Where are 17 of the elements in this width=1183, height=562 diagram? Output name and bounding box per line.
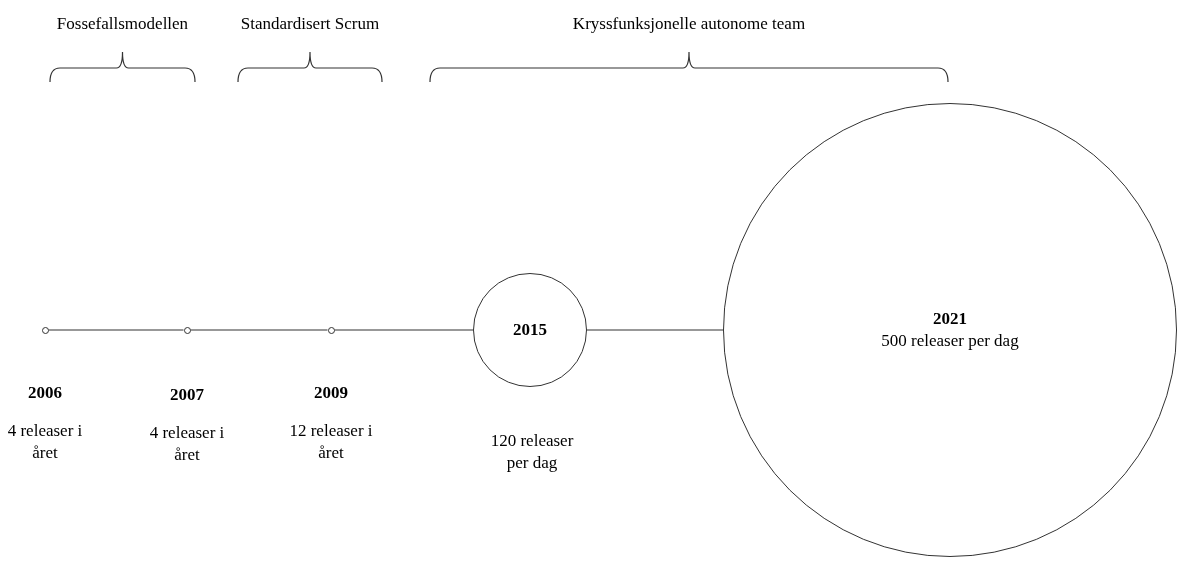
release-rate-text: 500 releaser per dag <box>881 330 1019 352</box>
connector-line <box>189 329 329 331</box>
release-rate-text: 4 releaser i året <box>148 422 226 466</box>
release-rate-text: 12 releaser i året <box>289 420 373 464</box>
connector-line <box>333 329 474 331</box>
connector-line <box>586 329 724 331</box>
year-label: 2015 <box>513 319 547 341</box>
timeline-dot <box>327 326 335 334</box>
year-label: 2021 <box>933 308 967 330</box>
timeline-dot <box>183 326 191 334</box>
timeline-dot <box>41 326 49 334</box>
year-label: 2009 <box>313 382 349 404</box>
connector-line <box>47 329 185 331</box>
year-label: 2006 <box>27 382 63 404</box>
release-rate-text: 4 releaser i året <box>6 420 84 464</box>
year-label: 2007 <box>169 384 205 406</box>
release-rate-text: 120 releaser per dag <box>489 430 575 474</box>
